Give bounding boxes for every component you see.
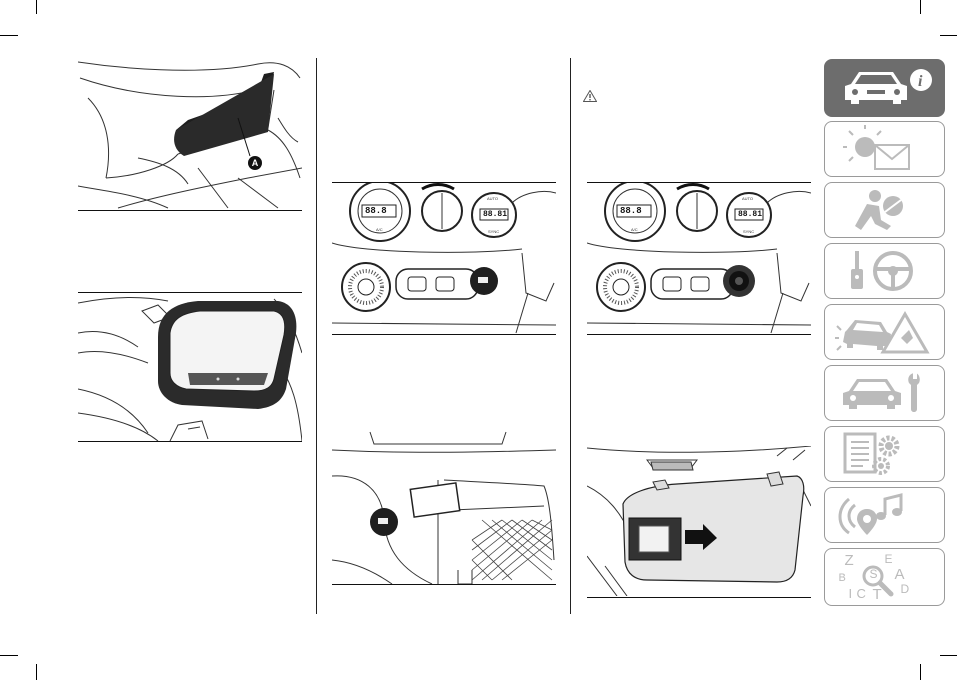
crop-mark-bottom-left-h: [0, 655, 18, 656]
figure-console-2-bottom-rule: [587, 334, 811, 335]
tab-index[interactable]: Z E B S A D I C T: [824, 548, 945, 606]
figure-trunk-socket-bottom-rule: [332, 584, 556, 585]
crop-mark-bottom-right-h: [940, 655, 957, 656]
display-right-reading: 88.81: [483, 210, 508, 219]
warning-light-envelope-icon: [842, 125, 910, 170]
storage-bin-illustration: [78, 296, 302, 441]
trunk-socket-illustration: [332, 431, 556, 584]
key-steering-wheel-icon: [850, 251, 913, 291]
climate-console-illustration: [332, 183, 556, 334]
display-left-reading: 88.8: [365, 206, 387, 216]
crop-mark-top-right-h: [940, 35, 957, 36]
tab-maintenance[interactable]: [824, 365, 945, 421]
armrest-illustration: [78, 61, 302, 209]
tab-lights-messages[interactable]: [824, 121, 945, 177]
tab-vehicle-info[interactable]: i: [824, 59, 945, 117]
warning-triangle-icon: [582, 89, 598, 107]
figure-storage-bin: [78, 293, 302, 441]
crop-mark-bottom-right-v: [920, 664, 921, 680]
figure-sun-visor: [587, 446, 811, 596]
display-right-reading-2: 88.81: [738, 210, 763, 219]
column-divider-1: [316, 58, 317, 614]
car-wrench-icon: [842, 371, 920, 412]
a-c-label: A/C: [376, 227, 383, 232]
a-c-label-2: A/C: [631, 227, 638, 232]
sync-label: SYNC: [488, 229, 500, 234]
console-lighter-illustration: [587, 183, 811, 334]
index-letter-t: T: [872, 586, 882, 603]
sun-visor-illustration: [587, 446, 811, 596]
figure-armrest-caption-rule: [78, 210, 302, 211]
tab-starting-driving[interactable]: [824, 243, 945, 299]
index-letter-e: E: [884, 552, 893, 566]
svg-text:i: i: [918, 73, 923, 90]
crop-mark-top-right-v: [920, 0, 921, 14]
tab-safety[interactable]: [824, 182, 945, 238]
index-letter-c: C: [856, 586, 866, 601]
sync-label-2: SYNC: [743, 229, 755, 234]
antenna-music-icon: [838, 493, 902, 535]
tab-multimedia[interactable]: [824, 487, 945, 543]
car-warning-triangle-icon: [834, 311, 930, 354]
crop-mark-bottom-left-v: [36, 664, 37, 680]
auto-label: AUTO: [487, 196, 499, 201]
callout-A-label: A: [251, 158, 259, 168]
figure-console-1-top-rule: [332, 182, 556, 183]
figure-armrest: A: [78, 58, 302, 210]
figure-console-2-top-rule: [587, 182, 811, 183]
figure-console-socket: 88.8 88.81 AUTO SYNC A/C: [332, 183, 556, 334]
index-letter-a: A: [894, 566, 905, 583]
figure-bin-bottom-rule: [78, 441, 302, 442]
index-letter-d: D: [900, 582, 910, 596]
alphabet-magnifier-icon: Z E B S A D I C T: [835, 552, 935, 603]
figure-bin-top-rule: [78, 292, 302, 293]
figure-sun-visor-bottom-rule: [587, 597, 811, 598]
document-gears-icon: [843, 432, 899, 475]
crop-mark-top-left-h: [0, 35, 18, 36]
figure-console-lighter: 88.8 88.81 AUTO SYNC A/C: [587, 183, 811, 334]
crop-mark-top-left-v: [36, 0, 37, 14]
tab-technical-data[interactable]: [824, 426, 945, 482]
display-left-reading-2: 88.8: [620, 206, 642, 216]
column-divider-2: [570, 58, 571, 614]
index-letter-b: B: [838, 572, 846, 584]
index-letter-i: I: [848, 586, 853, 601]
car-info-icon: i: [844, 69, 932, 104]
index-letter-z: Z: [844, 552, 854, 569]
figure-console-1-bottom-rule: [332, 334, 556, 335]
figure-trunk-socket: [332, 430, 556, 584]
callout-A-marker: A: [248, 156, 262, 170]
seated-person-airbag-icon: [854, 190, 903, 230]
index-letter-s: S: [869, 567, 878, 581]
tab-emergency[interactable]: [824, 304, 945, 360]
slide-direction-arrow: [685, 524, 717, 550]
auto-label-2: AUTO: [742, 196, 754, 201]
